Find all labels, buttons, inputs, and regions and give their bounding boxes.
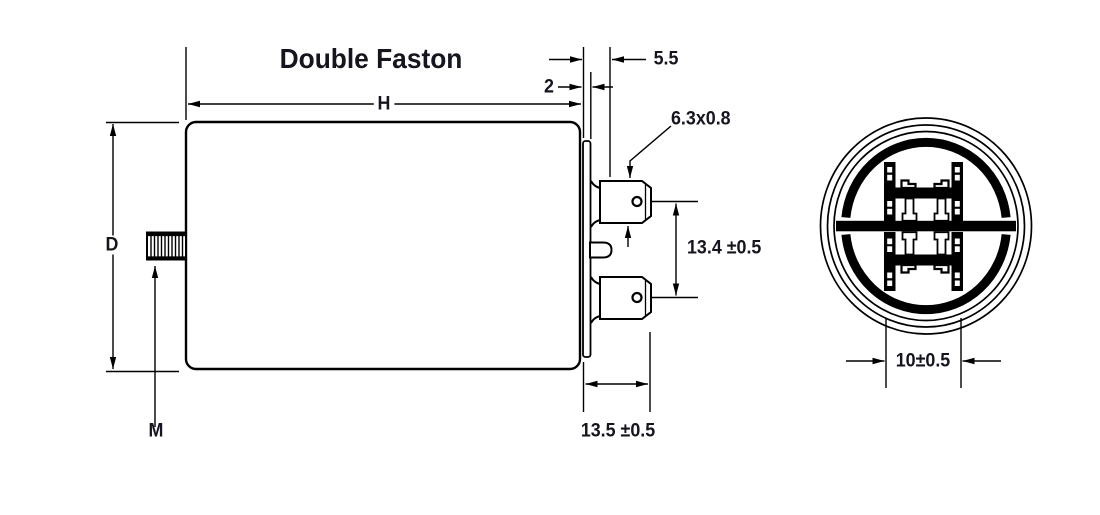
drawing-title: Double Faston	[279, 43, 463, 74]
mounting-stud	[146, 231, 187, 261]
dim-label-m: M	[148, 420, 164, 442]
terminal-top-view-lower	[884, 231, 963, 291]
dim-label-h: H	[373, 94, 395, 114]
dim-label-d: D	[101, 235, 123, 255]
terminal-hole-lower	[631, 291, 643, 304]
tab-size-leader	[626, 125, 672, 178]
side-view	[106, 47, 698, 427]
lower-faston-terminal	[590, 276, 652, 324]
dim-label-2: 2	[544, 76, 554, 98]
dim-label-10: 10±0.5	[891, 351, 955, 371]
inner-ring-top-arc	[841, 137, 1011, 218]
dim-label-5-5: 5.5	[653, 48, 679, 70]
dim-label-6-3x0-8: 6.3x0.8	[671, 108, 731, 130]
capacitor-body	[184, 120, 582, 371]
middle-tab	[589, 241, 613, 259]
end-view	[819, 117, 1033, 388]
inner-ring-bottom-arc	[841, 234, 1011, 315]
terminal-hole-upper	[631, 195, 643, 208]
upper-faston-terminal	[590, 180, 652, 228]
terminal-top-view-upper	[884, 162, 963, 222]
center-bar	[836, 220, 1016, 232]
dimension-lines	[106, 47, 698, 427]
dim-label-13-4: 13.4 ±0.5	[687, 237, 762, 259]
outer-case-circle	[819, 117, 1033, 335]
dim-10-lines	[846, 318, 1001, 388]
dim-label-13-5: 13.5 ±0.5	[580, 420, 656, 442]
